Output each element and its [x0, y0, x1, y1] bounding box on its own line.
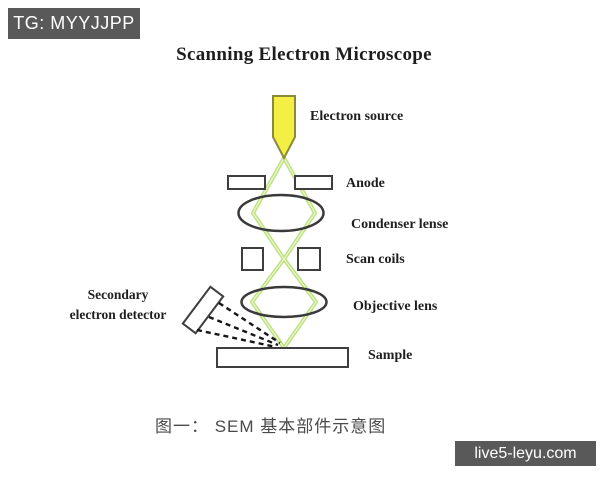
condenser-lens-shape — [237, 193, 325, 233]
label-scan-coils: Scan coils — [346, 252, 405, 267]
scan-coil-left — [241, 247, 264, 271]
objective-lens-shape — [240, 285, 328, 319]
telegram-watermark-badge: TG: MYYJJPP — [8, 8, 140, 39]
sample-shape — [216, 347, 349, 368]
label-objective-lens: Objective lens — [353, 299, 438, 314]
anode-plate-right — [294, 175, 333, 190]
diagram-title: Scanning Electron Microscope — [176, 44, 432, 65]
secondary-electron-ray-2 — [208, 315, 279, 347]
site-watermark-badge: live5-leyu.com — [455, 441, 596, 466]
telegram-watermark-text: TG: MYYJJPP — [13, 13, 135, 33]
secondary-electron-ray-3 — [196, 328, 277, 349]
label-anode: Anode — [346, 176, 385, 191]
anode-plate-left — [227, 175, 266, 190]
figure-caption: 图一： SEM 基本部件示意图 — [155, 417, 387, 436]
label-secondary-electron-detector: Secondary electron detector — [58, 285, 178, 325]
site-watermark-text: live5-leyu.com — [474, 444, 577, 462]
secondary-electron-ray-1 — [218, 301, 281, 345]
electron-source-shape — [272, 95, 296, 161]
label-detector-line2: electron detector — [69, 307, 167, 322]
scan-coil-right — [297, 247, 321, 271]
electron-beam-right-core — [251, 157, 316, 349]
label-sample: Sample — [368, 348, 413, 363]
label-condenser-lens: Condenser lense — [351, 217, 449, 232]
secondary-electron-detector-shape — [181, 285, 225, 335]
label-detector-line1: Secondary — [87, 287, 149, 302]
label-electron-source: Electron source — [310, 109, 404, 124]
